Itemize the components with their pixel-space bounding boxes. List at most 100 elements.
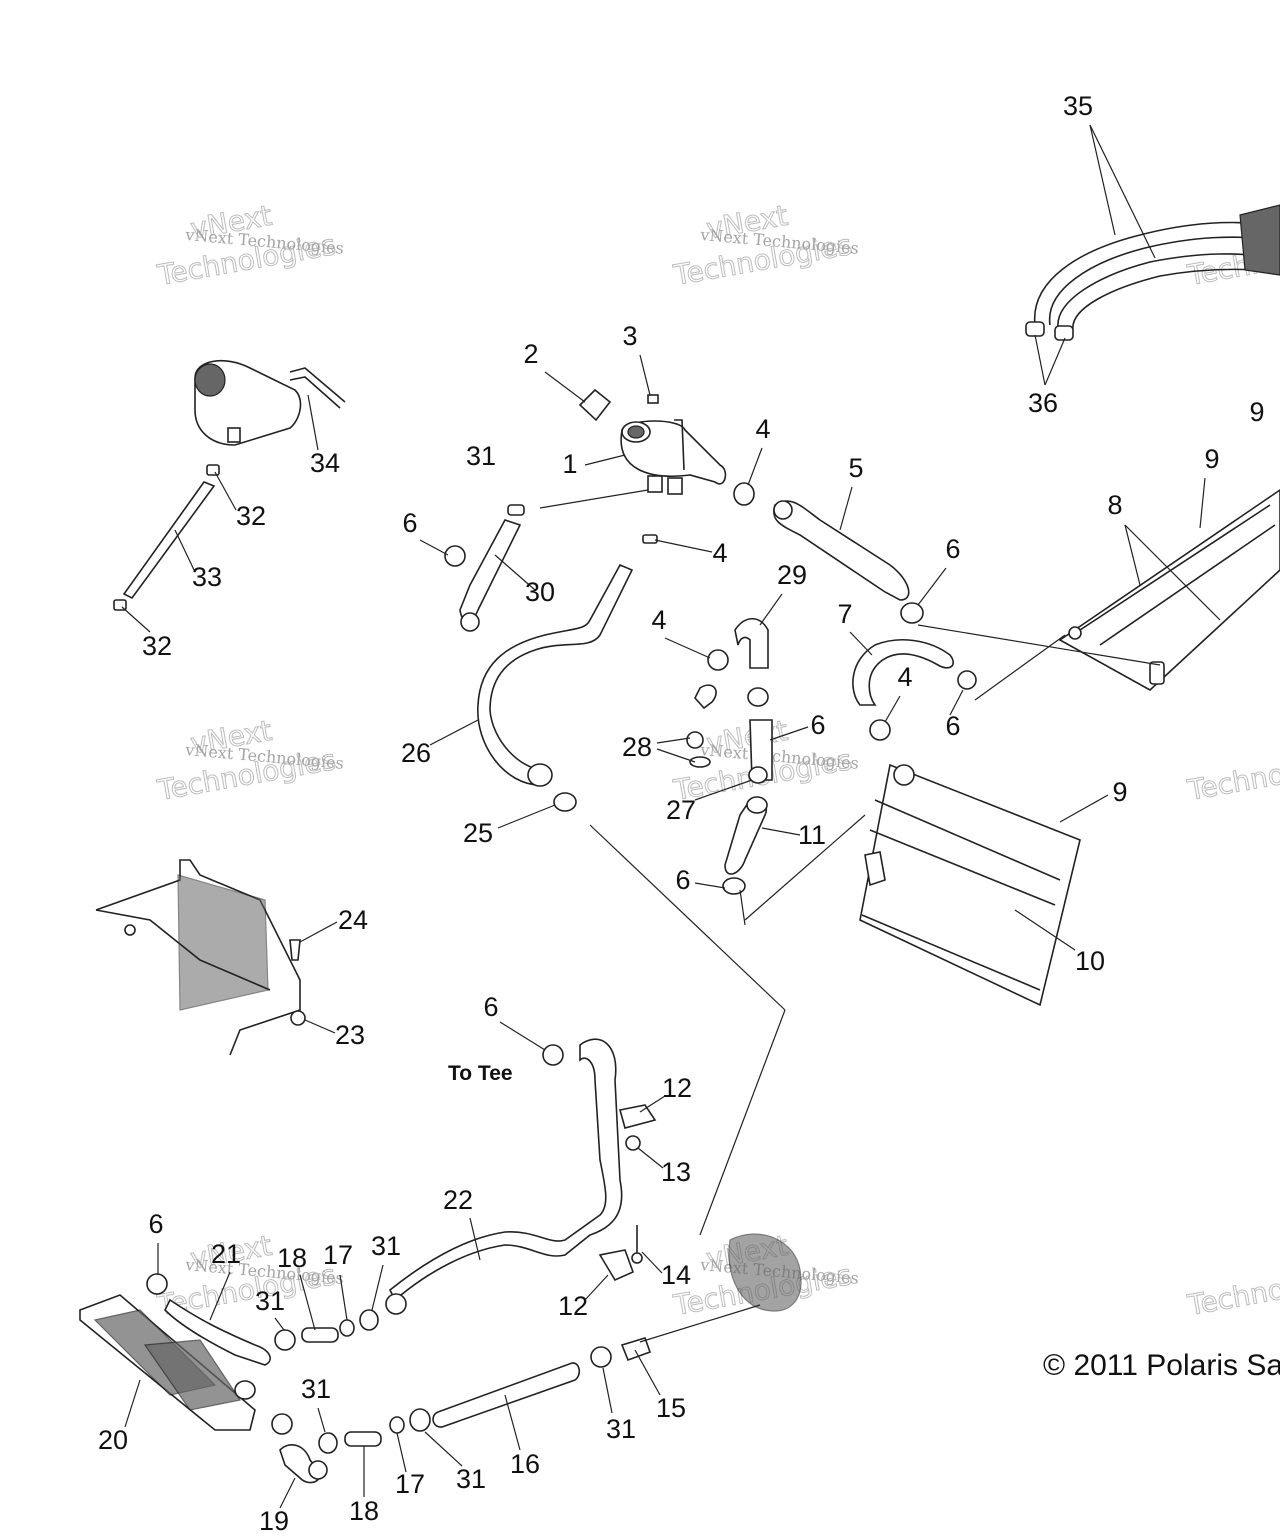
callout-17: 17 [323, 1240, 353, 1270]
callout-32: 32 [236, 501, 266, 531]
callout-21: 21 [211, 1239, 241, 1269]
clamp-25 [553, 792, 577, 812]
callout-9: 9 [1112, 777, 1127, 807]
clamp-31-upper [507, 504, 525, 516]
callout-9: 9 [1204, 444, 1219, 474]
callout-16: 16 [510, 1449, 540, 1479]
to-tee-note: To Tee [448, 1062, 513, 1085]
callout-31: 31 [255, 1286, 285, 1316]
callout-18: 18 [277, 1243, 307, 1273]
callout-13: 13 [661, 1157, 691, 1187]
callout-31: 31 [301, 1374, 331, 1404]
callout-36: 36 [1028, 388, 1058, 418]
callout-26: 26 [401, 738, 431, 768]
bolt-14 [631, 1225, 643, 1264]
callout-29: 29 [777, 560, 807, 590]
cap-2 [578, 388, 612, 422]
callout-6: 6 [483, 992, 498, 1022]
clamp-31-lower [590, 1346, 612, 1368]
hose-5 [773, 500, 910, 601]
elbow-19 [279, 1444, 328, 1484]
bracket-12 [598, 1104, 657, 1282]
callout-35: 35 [1063, 91, 1093, 121]
hose-30 [459, 519, 522, 632]
callout-1: 1 [562, 449, 577, 479]
callout-6: 6 [945, 534, 960, 564]
coupler-set-upper [274, 1309, 379, 1351]
callout-31: 31 [606, 1414, 636, 1444]
fitting-15 [620, 1337, 652, 1362]
callout-7: 7 [837, 599, 852, 629]
oil-cooler-20 [79, 1294, 256, 1431]
callout-10: 10 [1075, 946, 1105, 976]
recovery-bottle-34 [194, 360, 346, 446]
nut-23 [290, 1010, 306, 1026]
thermostat-28 [686, 684, 717, 768]
clamp-6 [146, 545, 977, 1295]
copyright-notice: © 2011 Polaris Sa [1043, 1349, 1280, 1382]
callout-15: 15 [656, 1393, 686, 1423]
water-pump [728, 1233, 802, 1312]
callout-34: 34 [310, 448, 340, 478]
callout-20: 20 [98, 1425, 128, 1455]
bolt-24 [289, 939, 301, 961]
callout-4: 4 [651, 605, 666, 635]
hose-16 [432, 1362, 581, 1428]
callout-33: 33 [192, 562, 222, 592]
callout-12: 12 [662, 1073, 692, 1103]
callout-2: 2 [523, 339, 538, 369]
callout-6: 6 [945, 711, 960, 741]
callout-24: 24 [338, 905, 368, 935]
callout-30: 30 [525, 577, 555, 607]
callout-17: 17 [395, 1469, 425, 1499]
callout-27: 27 [666, 795, 696, 825]
callout-22: 22 [443, 1185, 473, 1215]
callout-4: 4 [755, 414, 770, 444]
tube-33 [122, 481, 216, 600]
callout-31: 31 [466, 441, 496, 471]
radiator-shroud-8 [1058, 489, 1280, 691]
hose-29 [734, 617, 769, 669]
leader-lines [121, 124, 1221, 1509]
callout-4: 4 [897, 662, 912, 692]
callout-5: 5 [848, 453, 863, 483]
callout-6: 6 [402, 508, 417, 538]
callout-6: 6 [148, 1209, 163, 1239]
clamp-4 [642, 482, 891, 741]
watermark-large: Technologies [1185, 743, 1280, 807]
radiator-10 [859, 763, 1081, 1007]
fitting-32 [113, 464, 220, 611]
filler-neck-1 [620, 419, 727, 495]
callout-3: 3 [622, 321, 637, 351]
callout-8: 8 [1107, 490, 1122, 520]
callout-6: 6 [810, 710, 825, 740]
callout-25: 25 [463, 818, 493, 848]
callout-6: 6 [675, 865, 690, 895]
callout-28: 28 [622, 732, 652, 762]
screw-3 [647, 394, 659, 404]
callout-31: 31 [456, 1464, 486, 1494]
callout-9: 9 [1249, 397, 1264, 427]
hose-11 [724, 796, 768, 875]
callout-4: 4 [712, 538, 727, 568]
callout-19: 19 [259, 1506, 289, 1536]
callout-11: 11 [798, 820, 826, 850]
callout-18: 18 [349, 1496, 379, 1526]
hose-7 [852, 639, 954, 706]
tee-27 [748, 719, 773, 784]
callout-12: 12 [558, 1291, 588, 1321]
callout-32: 32 [142, 631, 172, 661]
callout-23: 23 [335, 1020, 365, 1050]
frame-assembly [95, 859, 301, 1056]
callout-14: 14 [661, 1260, 691, 1290]
hose-assembly-35 [1025, 204, 1280, 341]
coupler-set-lower [271, 1408, 431, 1454]
bolt-13 [625, 1135, 641, 1151]
hose-26 [477, 563, 634, 787]
callout-31: 31 [371, 1231, 401, 1261]
watermark-group: Technologies vNext vNext Technologies Te… [154, 198, 1280, 1322]
watermark-large: Technologies [1185, 1258, 1280, 1322]
hose-21 [164, 1298, 271, 1366]
